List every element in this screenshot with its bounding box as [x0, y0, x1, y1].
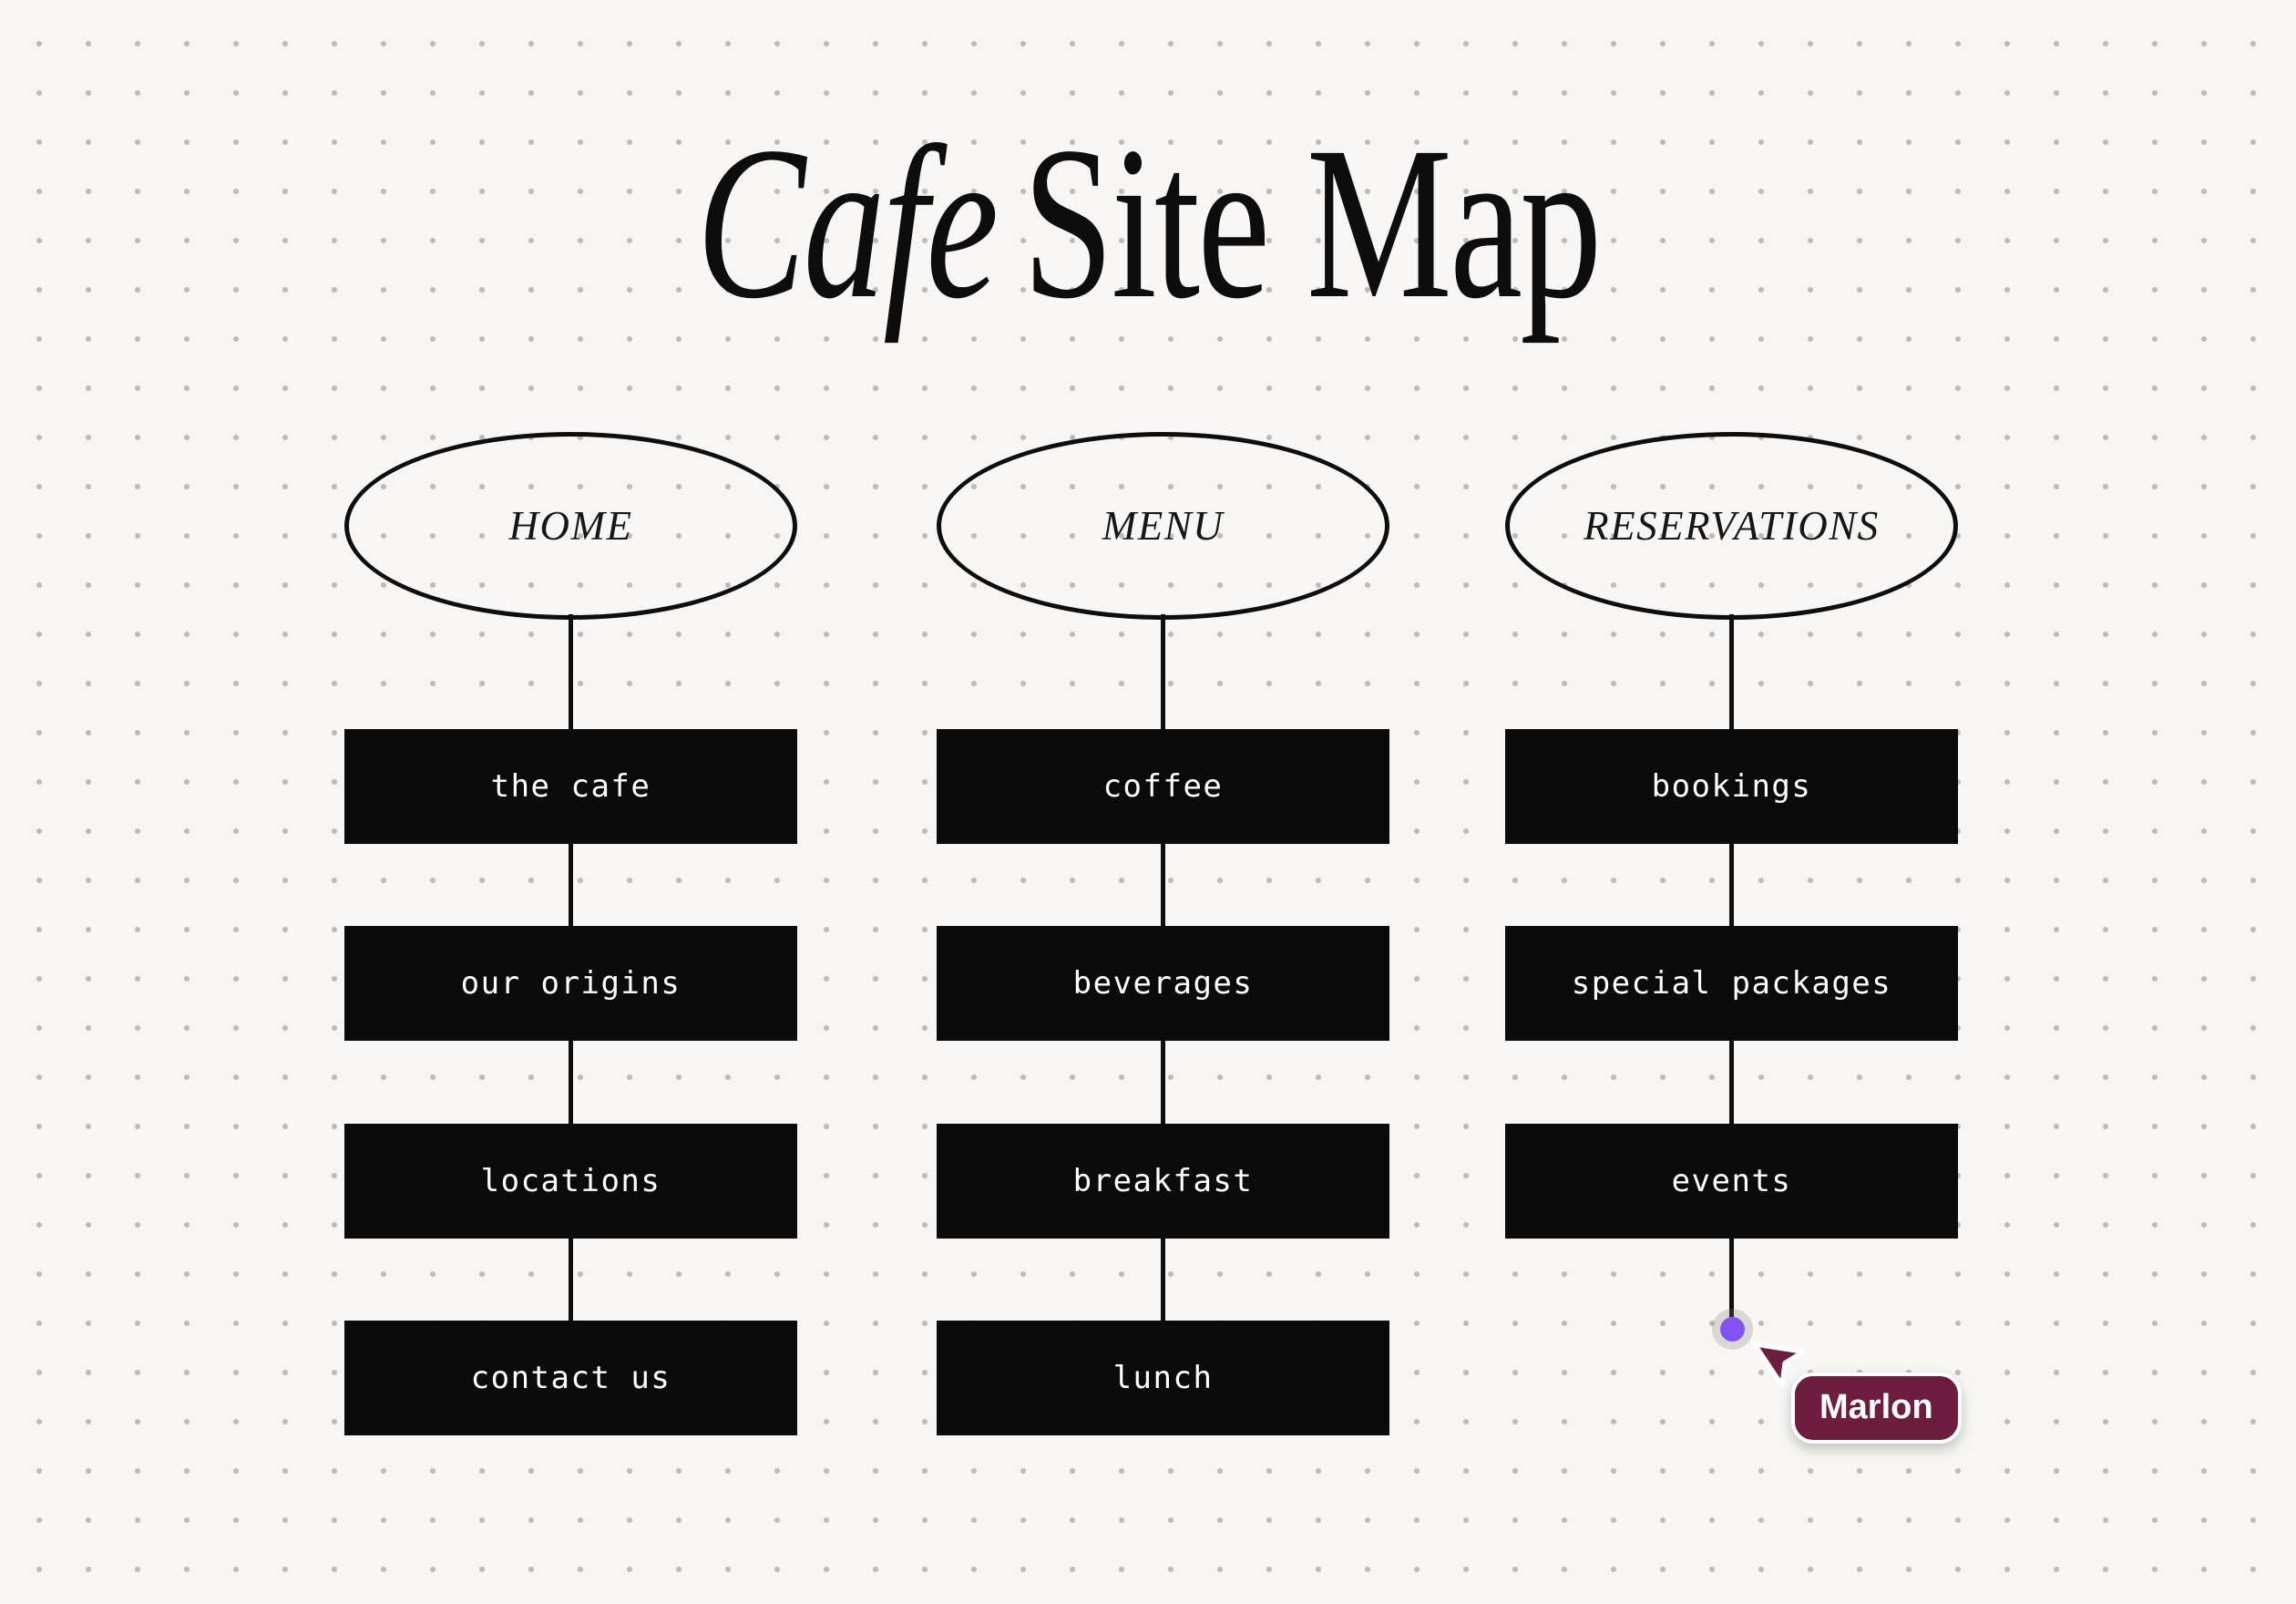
collaborator-name-badge: Marlon	[1791, 1373, 1962, 1444]
ellipse-label-home: HOME	[508, 503, 633, 549]
node-box-our-origins[interactable]: our origins	[344, 926, 797, 1041]
node-label: breakfast	[1072, 1163, 1254, 1199]
collaborator-cursor-icon	[1752, 1342, 1806, 1388]
board-title-rest: Site Map	[1022, 101, 1602, 344]
node-box-breakfast[interactable]: breakfast	[937, 1124, 1389, 1239]
node-label: bookings	[1651, 768, 1812, 805]
shape-ellipse-reservations[interactable]: RESERVATIONS	[1505, 432, 1958, 620]
ellipse-label-reservations: RESERVATIONS	[1584, 503, 1880, 549]
shape-ellipse-home[interactable]: HOME	[344, 432, 797, 620]
collaborator-name: Marlon	[1819, 1388, 1933, 1426]
node-label: lunch	[1112, 1360, 1214, 1396]
shape-ellipse-menu[interactable]: MENU	[937, 432, 1389, 620]
node-box-contact-us[interactable]: contact us	[344, 1321, 797, 1435]
sitemap-column-home: HOME the cafe our origins locations cont…	[344, 432, 797, 1444]
sitemap-column-menu: MENU coffee beverages breakfast lunch	[937, 432, 1389, 1444]
ellipse-label-menu: MENU	[1102, 503, 1225, 549]
node-box-beverages[interactable]: beverages	[937, 926, 1389, 1041]
node-label: contact us	[470, 1360, 671, 1396]
connector-endpoint-handle[interactable]	[1720, 1317, 1745, 1342]
node-label: special packages	[1571, 965, 1892, 1002]
sitemap-column-reservations: RESERVATIONS bookings special packages e…	[1505, 432, 1958, 1444]
node-label: events	[1671, 1163, 1792, 1199]
node-label: coffee	[1102, 768, 1224, 805]
node-label: our origins	[460, 965, 682, 1002]
node-box-special-packages[interactable]: special packages	[1505, 926, 1958, 1041]
node-box-coffee[interactable]: coffee	[937, 729, 1389, 844]
node-box-locations[interactable]: locations	[344, 1124, 797, 1239]
node-label: locations	[480, 1163, 661, 1199]
node-box-the-cafe[interactable]: the cafe	[344, 729, 797, 844]
node-box-events[interactable]: events	[1505, 1124, 1958, 1239]
node-label: the cafe	[490, 768, 651, 805]
node-box-lunch[interactable]: lunch	[937, 1321, 1389, 1435]
node-label: beverages	[1072, 965, 1254, 1002]
board-title-accent: Cafe	[696, 101, 999, 344]
node-box-bookings[interactable]: bookings	[1505, 729, 1958, 844]
